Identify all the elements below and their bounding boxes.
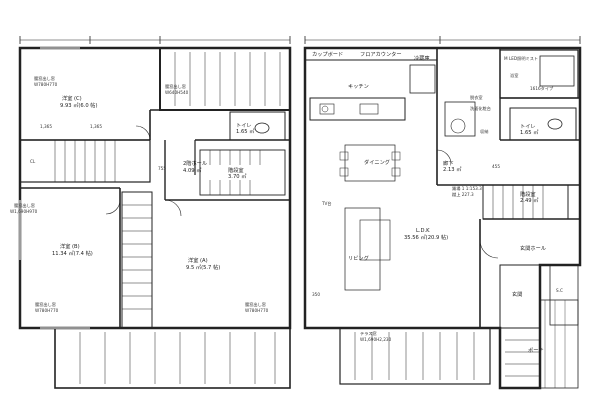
stair-2f-name: 階段室 [228,166,244,174]
stair-1f-area: 2.49 ㎡ [520,196,539,204]
room-b-area: 11.34 ㎡(7.4 帖) [52,249,93,257]
first-floor-labels: カップボード フロアカウンター 冷蔵庫 キッチン ダイニング リビング L.D.… [312,50,563,354]
terrace-window-size: W1,690H2,230 [360,337,392,342]
fridge-label: 冷蔵庫 [414,54,430,62]
bath-title: M LED照明ミスト [504,56,538,62]
dimension-350: 350 [312,292,320,297]
room-a-window-size: W780H770 [245,308,269,313]
first-floor-plan [303,36,582,390]
cupboard-label: カップボード [312,50,343,58]
closet-b-label: CL [30,159,36,164]
stair-2f-area: 3.70 ㎡ [228,172,247,180]
room-b-window-label: 腰窓出し窓 [14,202,35,209]
room-b-lower-window-size: W780H770 [35,308,59,313]
hall-name: 2階ホール [183,159,207,167]
room-b-name: 洋室 (B) [60,242,80,250]
room-b-window-size: W1,690H970 [10,209,38,214]
hall-area: 4.09 ㎡ [183,166,202,174]
ldk-area: 35.56 ㎡(20.9 帖) [404,233,448,241]
entrance-hall-label: 玄関ホール [520,244,546,252]
room-a-name: 洋室 (A) [188,256,208,264]
room-a-window-label: 腰窓出し窓 [245,301,266,308]
toilet-1f-area: 1.65 ㎡ [520,128,539,136]
room-c-window2-size: W640H540 [165,90,189,95]
counter-label: フロアカウンター [360,50,402,58]
dressing-label: 洗面化粧台 [470,105,491,112]
stair-1f-name: 階段室 [520,190,536,198]
kitchen-label: キッチン [348,83,369,90]
room-c-window2-label: 腰窓出し窓 [165,83,186,90]
terrace-window-label: テラス窓 [360,330,377,337]
toilet-2f-area: 1.65 ㎡ [236,127,255,135]
bath-unit: 1616タイプ [530,85,554,92]
shoe-closet-label: S.C [556,288,563,293]
storage-label: 収納 [480,128,488,135]
entrance-label: 玄関 [512,290,522,298]
laundry-label: 脱衣室 [470,94,483,101]
room-c-window-label: 腰窓出し窓 [34,75,55,82]
room-a-area: 9.5 ㎡(5.7 帖) [186,263,220,271]
stair-area-note-2: 蹴上 227.3 [452,191,474,198]
dimension-1: 1,365 [40,124,52,129]
ldk-name: L.D.K [416,228,430,234]
dimension-2: 1,365 [90,124,102,129]
corridor-area: 2.13 ㎡ [443,165,462,173]
stair-area-note-1: 踊場 1 1:153.3 [452,185,482,192]
dimension-455: 455 [492,164,500,169]
toilet-1f-name: トイレ [520,124,536,130]
corridor-name: 廊下 [443,159,453,167]
second-floor-plan [18,36,292,389]
porch-label: ポーチ [528,346,544,354]
second-floor-labels: 腰窓出し窓 W780H770 洋室 (C) 9.93 ㎡(6.0 帖) 腰窓出し… [10,75,269,313]
toilet-2f-name: トイレ [236,123,252,129]
bath-label: 浴室 [510,72,518,79]
room-c-window-size: W780H770 [34,82,58,87]
tv-stand-label: TV台 [321,200,332,207]
living-label: リビング [348,254,369,262]
dining-label: ダイニング [364,158,390,166]
room-b-lower-window-label: 腰窓出し窓 [35,301,56,308]
room-c-area: 9.93 ㎡(6.0 帖) [60,101,98,109]
dimension-755: 755 [158,166,166,171]
room-c-name: 洋室 (C) [62,94,82,102]
